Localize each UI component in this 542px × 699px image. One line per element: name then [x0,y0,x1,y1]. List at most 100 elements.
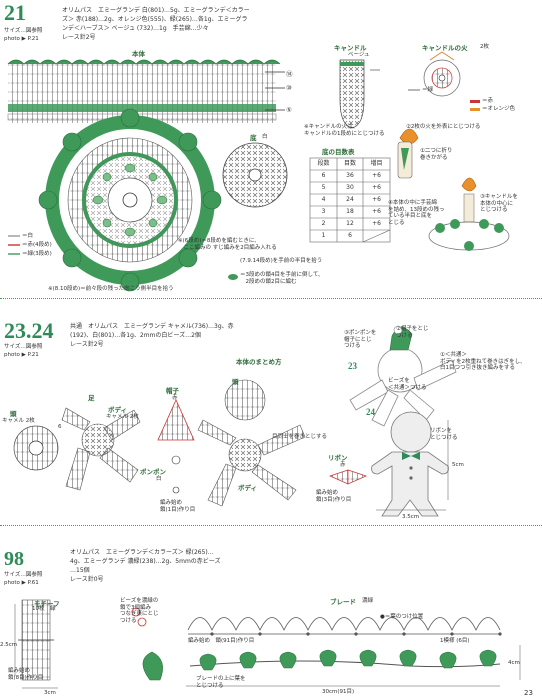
table-cell: 3 [321,208,326,215]
body-legend-green: ＝緑(3段め) [22,251,52,257]
table-header-row: 段数 目数 増目 [310,158,390,170]
material-line: ンデ＜ハーブス＞ ベージュ (732)…1g 手芸綿…少々 [62,25,209,32]
body-strip-chart [7,59,285,123]
table-cell: 1 [321,232,326,239]
note-common: ①＜共通＞ ボディを2枚重ねて巻きはぎをし、 白1目つつ引き抜き編みをする [440,352,526,372]
section-number-98: 98 [4,548,24,570]
table-grid [309,157,391,243]
note-7914: (7.9.14段め)を手前の半目を拾う [240,258,323,264]
dim-6: 6 [58,424,62,430]
table-header: 増目 [370,160,383,167]
legend-swatches-21 [8,89,420,280]
materials-98: オリムパス エミーグランデ＜カラーズ＞ 緑(265)… 4g、エミーグランデ 濃… [70,548,221,584]
note-3dan: ＝3段めの鎖4目を手前に倒して、 2段めの鎖2目に編む [240,272,324,285]
ribbon-label: リボン [328,454,348,462]
motif-chart [14,599,163,689]
page-number: 23 [524,689,533,697]
step-illustrations [397,128,510,251]
leg-body-chart [61,407,141,491]
braid-sub: 濃緑 [362,598,374,604]
assembly-body: ボディ [238,484,258,492]
material-line: オリムパス エミーグランデ＜カラーズ＞ 緑(265)… [70,549,214,556]
ribbon-sub: 赤 [340,462,346,468]
table-cell: 4 [321,196,326,203]
dim-4cm: 4cm [508,660,520,666]
braid-chart [186,617,521,687]
head-label: 頭 [10,410,17,418]
braid-legend: ●＝葉のつけ位置 [380,614,424,620]
table-cell: 30 [346,184,354,191]
dim-35cm: 3.5cm [402,514,420,520]
section-divider [0,298,542,299]
braid-start: 編み始め 鎖(91目)作り目 [188,638,255,644]
table-cell: +6 [372,196,381,203]
material-line: 4g、エミーグランデ 濃緑(238)…2g、5mmの赤ビーズ [70,558,221,565]
table-cell: 18 [346,208,354,215]
size-label: サイズ…図参照 [4,28,43,34]
row-mark: ⑤ [286,106,292,114]
candle-title: キャンドル [334,44,367,52]
row-mark: ⑩ [286,84,292,92]
motif-title: モチーフ [34,600,60,608]
braid-title: ブレード [330,598,356,606]
bottom-sub: 白 [262,134,268,140]
flame-title: キャンドルの火 [422,44,468,52]
start-label: 編み始め 鎖(1目)作り目 [160,500,196,513]
material-line: レース針2号 [70,341,104,348]
material-line: レース針2号 [62,34,96,41]
motif-start: 編み始め 鎖(8目)作り目 [8,668,44,681]
material-line: レース針0号 [70,576,104,583]
table-cell: +6 [372,208,381,215]
bead-note: ビーズを濃緑の 鎖で3個編み つなぎ東にとじ つける [120,598,159,624]
note-beads: ビーズを ＜共通＞つける [388,378,427,391]
dim-5cm: 5cm [452,462,464,468]
assembly-title: 本体のまとめ方 [236,358,282,366]
table-cell: 6 [321,172,326,179]
materials-21: オリムパス エミーグランデ 白(801)…5g、エミーグランデ＜カラー ズ＞ 赤… [62,6,250,42]
step3-note: ③キャンドルを 本体の中心に とじつける [480,194,518,214]
flame-count: 2枚 [480,44,489,50]
dim-3cm: 3cm [44,690,56,696]
step4-note: ④本体の中に手芸綿 を詰め、13段めの残っ ている半目と底を とじる [388,200,445,226]
body-legend-red: ＝赤(4段め) [22,242,52,248]
step2-note: ②2枚の火を外表にとじつける [406,124,481,130]
table-cell: 12 [346,220,354,227]
table-cell: 6 [348,232,352,239]
hat-chart [157,399,195,494]
fig-24: 24 [366,407,375,417]
note-81014: ※(8.10段め)＝前々段の残った向こう側半目を拾う [48,286,174,292]
section-divider [0,525,542,526]
dim-30cm: 30cm(91目) [322,689,355,695]
size-label: サイズ…図参照 [4,344,43,350]
hat-sub: 赤 [172,395,178,401]
material-line: (192)、白(801)…各1g、2mmの白ビーズ…2個 [70,332,201,339]
section-number-2324: 23.24 [4,318,54,343]
materials-2324: 共通 オリムパス エミーグランデ キャメル(736)…3g、赤 (192)、白(… [70,322,234,349]
flame-legend-red: ＝赤 [482,98,494,104]
section-number-21: 21 [4,0,26,25]
table-row: 3 18 +6 [310,206,390,218]
motif-sub: 10枚 緑 [32,606,56,612]
size-label: サイズ…図参照 [4,572,43,578]
assembly-note: 目同士を巻きとじする [272,434,328,440]
candle-sub: ベージュ [348,52,370,58]
table-title: 底の目数表 [322,148,355,156]
material-line: オリムパス エミーグランデ 白(801)…5g、エミーグランデ＜カラー [62,7,250,14]
note-hat: ②帽子をとじ つける [396,326,429,339]
bottom-chart [222,142,288,208]
candle-chart [339,59,380,129]
photo-ref: photo ▶ P.61 [4,580,39,586]
photo-ref: photo ▶ P.21 [4,352,39,358]
flame-note: ※キャンドルの火は、 キャンドルの1段めにとじつける [304,124,385,137]
body-title: 本体 [132,50,145,58]
table-cell: +6 [372,172,381,179]
note-6dan: ※(6段め)＝8段めを編むときに、 ここ編みの すじ編みを2目編み入れる [178,238,277,251]
attach-note: ブレードの上に葉を とじつける [196,676,246,689]
flame-chart [423,51,480,111]
material-line: …15個 [70,567,90,574]
candle-legend-green: ＝緑 [422,87,434,93]
